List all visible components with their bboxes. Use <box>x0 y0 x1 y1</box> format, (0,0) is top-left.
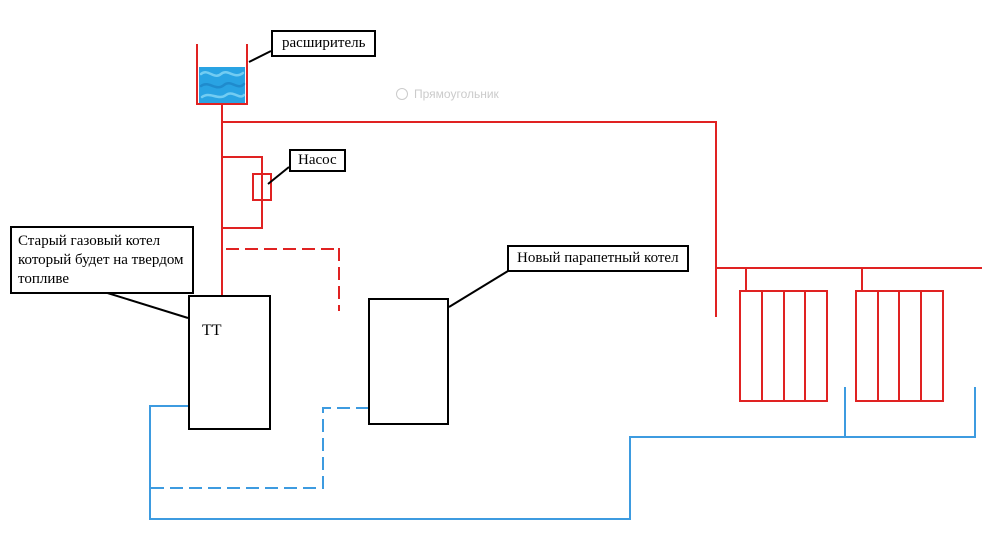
watermark-rectangle-tool: Прямоугольник <box>396 87 499 101</box>
expander-pointer-line <box>248 50 272 63</box>
return-main-run <box>149 387 976 520</box>
red-dashed-pipe <box>226 248 340 311</box>
old-boiler-box <box>188 295 271 430</box>
expansion-tank-callout: расширитель <box>271 30 377 57</box>
return-pipes <box>149 387 976 520</box>
radiator-1 <box>739 290 828 402</box>
new-boiler-box <box>368 298 449 425</box>
new-boiler-label: Новый парапетный котел <box>517 250 679 267</box>
tank-water-scribble <box>199 82 246 89</box>
pump-label: Насос <box>298 152 337 169</box>
new-boiler-pointer-line <box>448 270 509 308</box>
pump-body <box>252 173 272 201</box>
tank-water-scribble <box>199 71 245 77</box>
old-boiler-label: Старый газовый котел который будет на тв… <box>18 233 184 287</box>
old-boiler-pointer-line <box>100 290 189 319</box>
pump-bypass-loop <box>221 156 263 229</box>
watermark-text: Прямоугольник <box>414 87 499 101</box>
expansion-tank-label: расширитель <box>282 35 366 52</box>
pump-callout: Насос <box>289 149 346 172</box>
radiator-2 <box>855 290 944 402</box>
supply-pipes <box>221 103 982 317</box>
callout-pointers <box>100 50 509 319</box>
expansion-tank <box>196 44 248 105</box>
watermark-icon <box>396 88 408 100</box>
pump-pointer-line <box>267 166 290 185</box>
tank-water-scribble <box>200 92 246 99</box>
old-boiler-tt-label: ТТ <box>202 322 222 339</box>
blue-dashed-run <box>147 407 369 489</box>
blue-dashed-pipe <box>147 407 369 489</box>
new-boiler-callout: Новый парапетный котел <box>507 245 689 272</box>
old-boiler-callout: Старый газовый котел который будет на тв… <box>10 226 194 295</box>
